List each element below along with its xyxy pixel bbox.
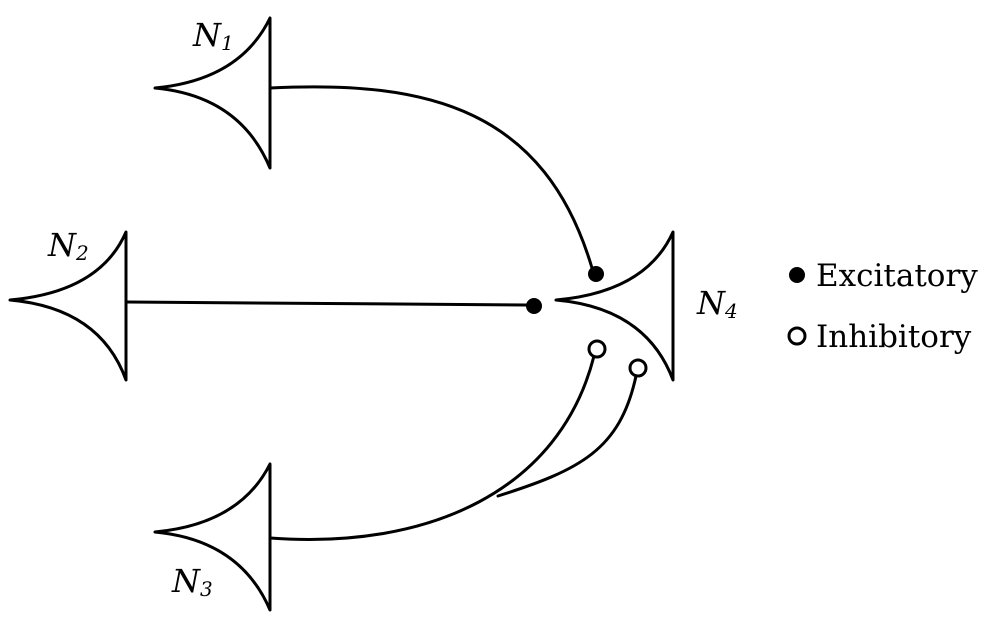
- label-n1: N1: [192, 16, 234, 55]
- synapse-n1-excitatory: [588, 266, 604, 282]
- label-n2: N2: [47, 226, 89, 265]
- neuron-n2-soma: [8, 230, 128, 382]
- synapse-n2-excitatory: [526, 298, 542, 314]
- open-circle-icon: [787, 326, 807, 346]
- axon-n3-to-n4-branch-1: [268, 354, 596, 541]
- legend: Excitatory Inhibitory: [787, 258, 978, 355]
- axon-n3-to-n4-branch-2: [496, 374, 638, 498]
- label-n3: N3: [171, 562, 213, 601]
- synapse-n3-inhibitory-2: [628, 358, 648, 378]
- axon-n2-to-n4: [124, 300, 528, 307]
- neuron-n1-soma: [153, 16, 272, 170]
- axon-n1-to-n4: [268, 85, 594, 270]
- legend-inhibitory-label: Inhibitory: [816, 319, 972, 355]
- legend-excitatory-label: Excitatory: [816, 258, 978, 294]
- filled-circle-icon: [789, 267, 805, 283]
- neuron-n4-soma: [554, 230, 675, 382]
- synapse-n3-inhibitory-1: [587, 339, 607, 359]
- label-n4: N4: [696, 284, 738, 323]
